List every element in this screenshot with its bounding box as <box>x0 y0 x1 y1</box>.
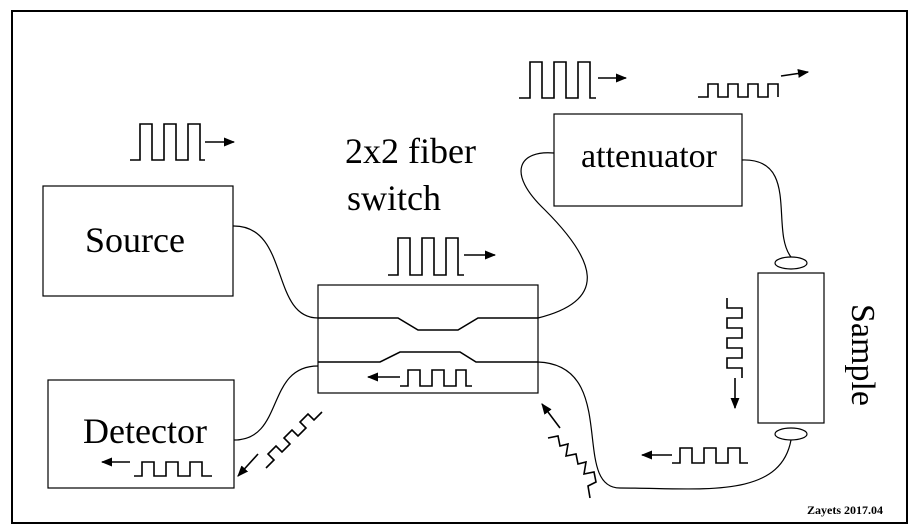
fiber-switch-block <box>317 284 539 394</box>
fiber-source-to-switch <box>232 225 319 319</box>
switch-waveguide-lower <box>318 351 538 363</box>
sample-block: Sample <box>757 256 881 441</box>
credit-label: Zayets 2017.04 <box>807 503 883 517</box>
fiber-switch-to-attenuator <box>520 152 588 319</box>
pulse-train-switch-return <box>366 369 472 387</box>
attenuator-label: attenuator <box>581 138 718 175</box>
fiber-switch-to-detector <box>233 365 319 441</box>
top-lens <box>774 256 808 270</box>
pulse-train-source-out <box>130 123 236 161</box>
pulse-train-attenuator-in <box>519 61 628 99</box>
pulse-train-attenuator-out <box>698 69 810 98</box>
pulse-train-sample-in <box>726 298 743 410</box>
switch-title-line1: 2x2 fiber <box>345 131 476 171</box>
pulse-train-diagonal-to-switch <box>541 403 597 499</box>
sample-label: Sample <box>844 304 881 406</box>
attenuator-block: attenuator <box>553 113 743 207</box>
fiber-sample-to-switch <box>537 361 792 490</box>
pulse-train-diagonal-to-detector <box>237 411 323 477</box>
switch-title-line2: switch <box>347 178 441 218</box>
detector-block: Detector <box>47 379 235 489</box>
source-block: Source <box>42 185 234 297</box>
bottom-lens <box>774 427 808 441</box>
switch-waveguide-upper <box>318 317 538 331</box>
pulse-train-switch-in <box>388 237 497 276</box>
source-label: Source <box>85 220 185 260</box>
pulse-train-sample-out <box>640 447 748 464</box>
fiber-attenuator-to-sample <box>741 159 792 258</box>
outer-frame <box>11 10 908 524</box>
pulse-train-detector-in <box>100 457 212 477</box>
detector-label: Detector <box>83 411 207 451</box>
